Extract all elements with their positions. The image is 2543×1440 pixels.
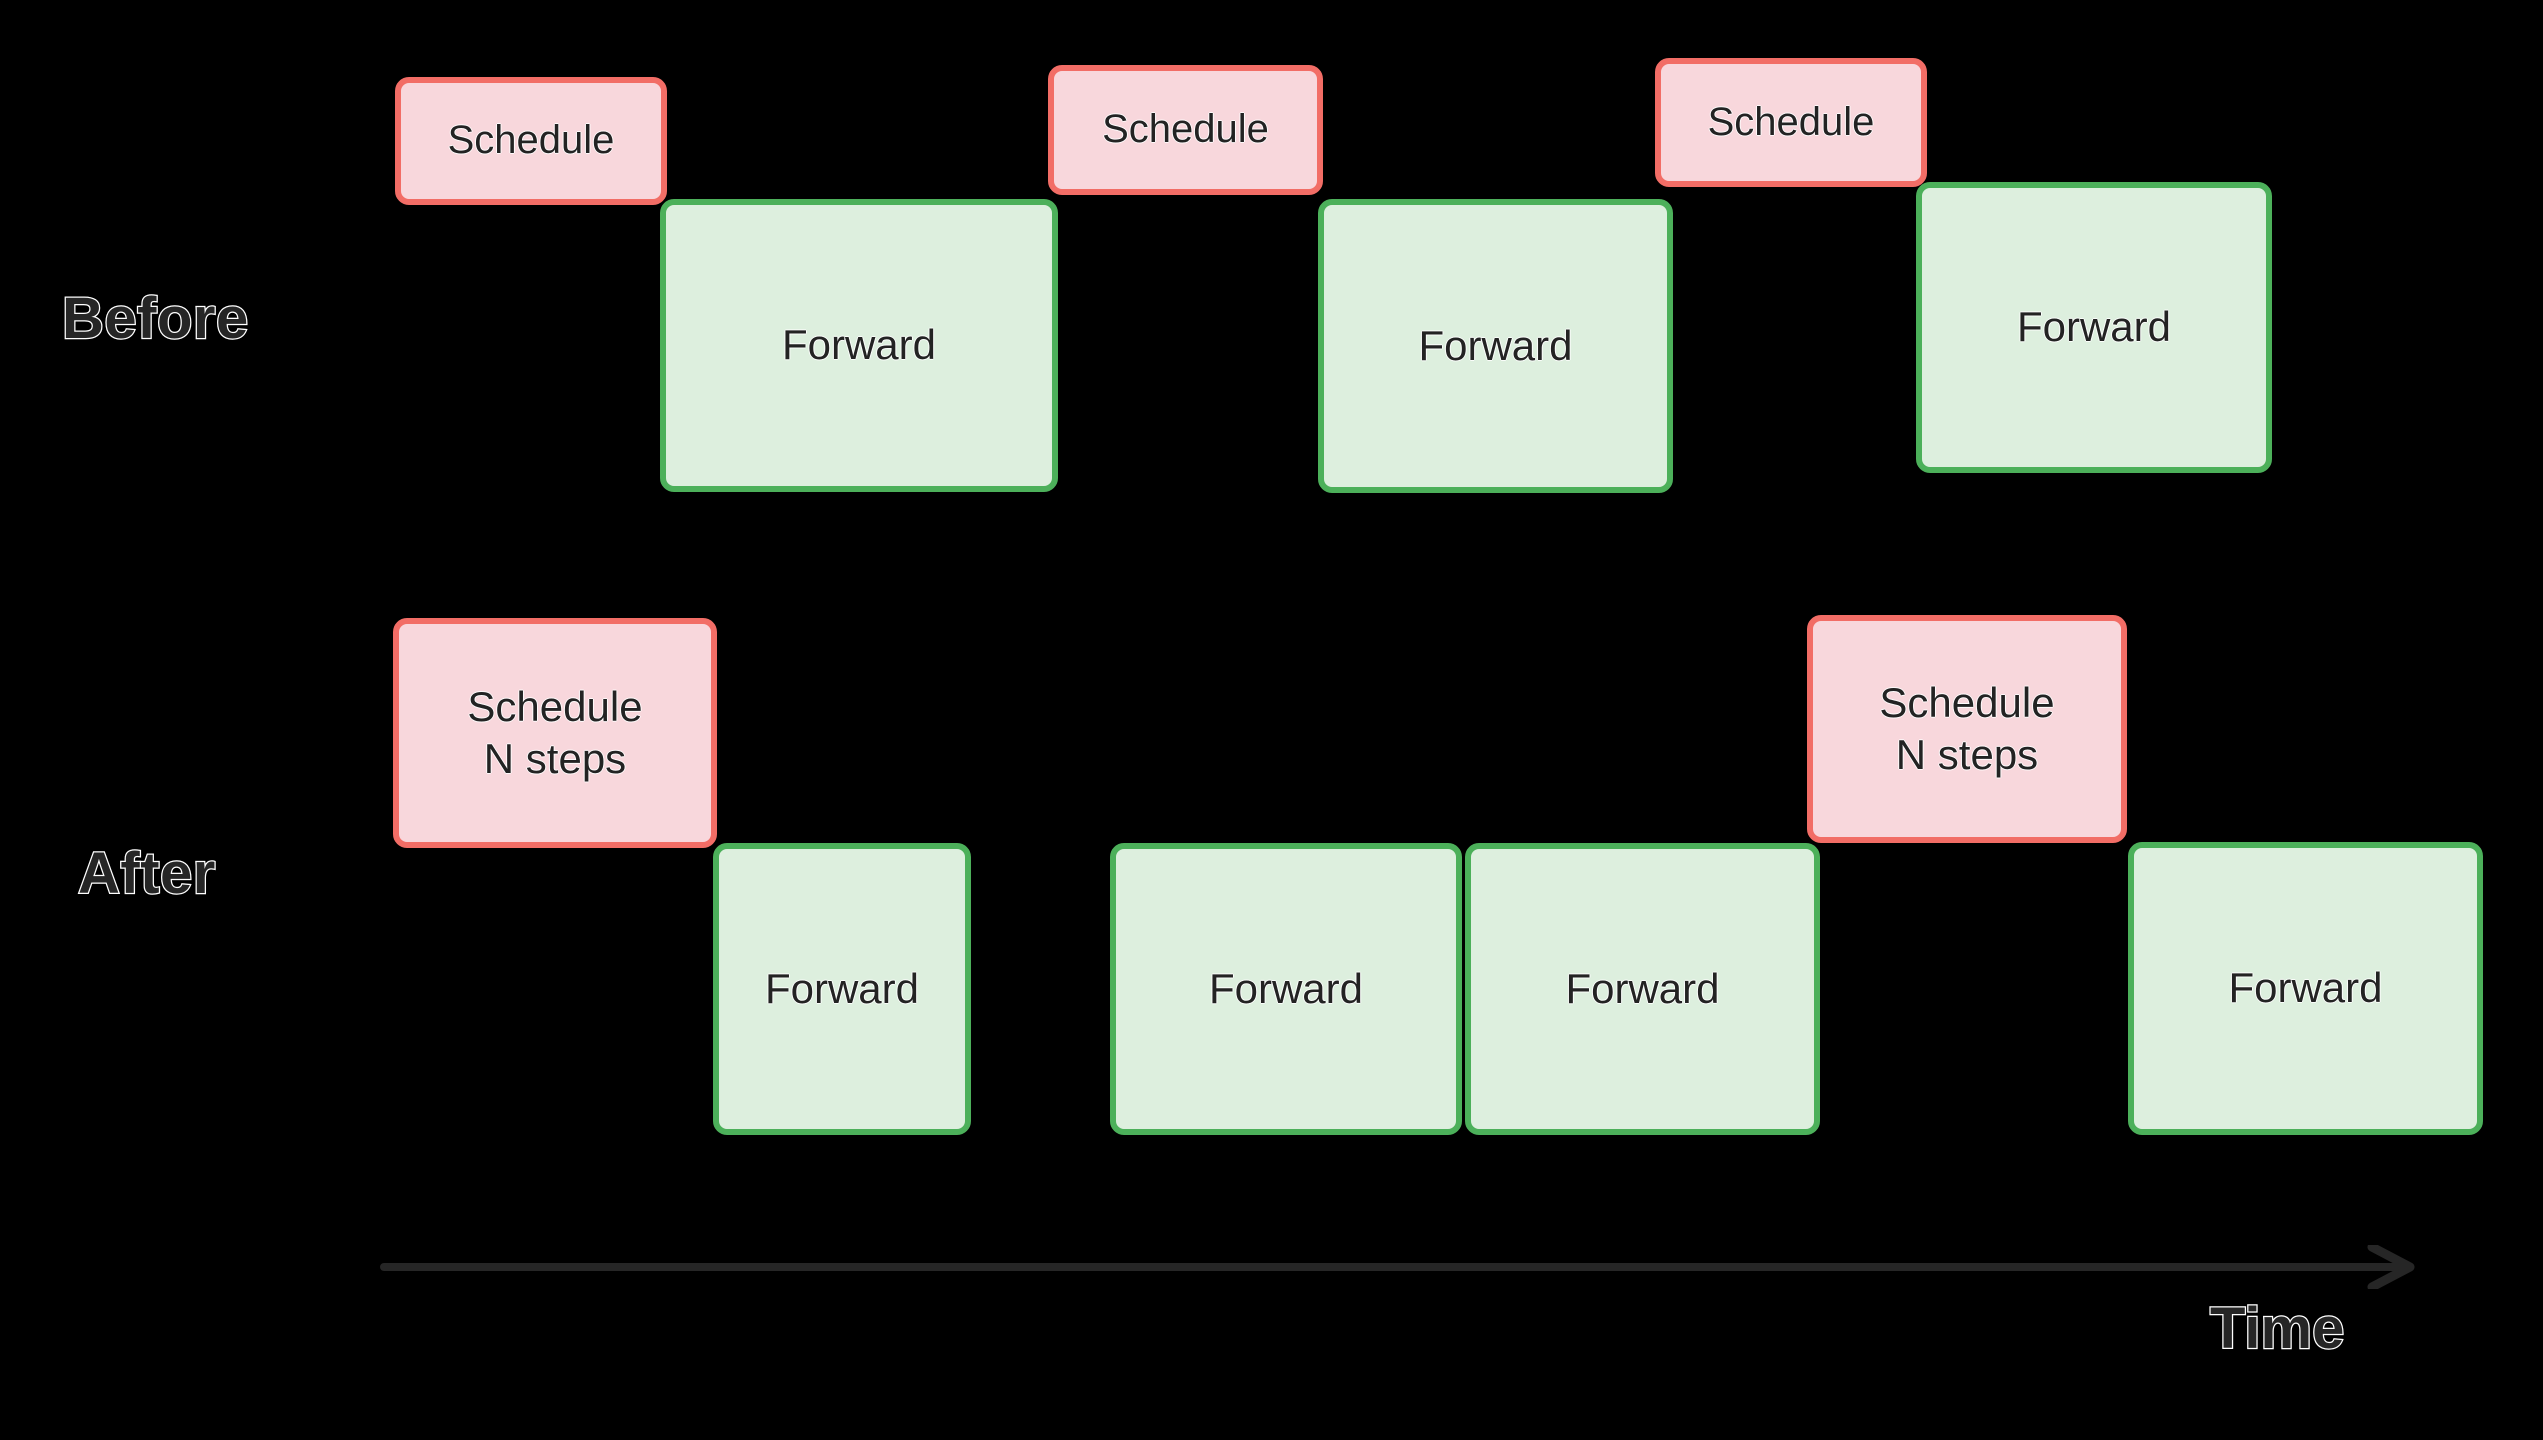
node-label: Forward xyxy=(1565,964,1720,1012)
after-forward-box-2[interactable]: Forward xyxy=(1110,843,1462,1135)
before-forward-box-3[interactable]: Forward xyxy=(1916,182,2272,473)
row-label-before: Before xyxy=(61,286,250,351)
node-label: Forward xyxy=(1418,321,1573,369)
node-label: Forward xyxy=(2228,964,2383,1012)
axis-label-time: Time xyxy=(2209,1296,2346,1361)
before-forward-box-1[interactable]: Forward xyxy=(660,199,1058,492)
node-label: Forward xyxy=(764,964,920,1012)
node-label: Schedule xyxy=(447,118,615,163)
node-label: Forward xyxy=(2016,303,2172,351)
after-forward-box-1[interactable]: Forward xyxy=(713,843,971,1135)
before-schedule-box-1[interactable]: Schedule xyxy=(395,77,667,205)
time-axis-arrow xyxy=(380,1245,2430,1289)
node-label: Schedule xyxy=(1102,107,1269,152)
before-schedule-box-3[interactable]: Schedule xyxy=(1655,58,1927,187)
before-forward-box-2[interactable]: Forward xyxy=(1318,199,1673,493)
arrow-right-icon xyxy=(380,1245,2415,1289)
after-forward-box-3[interactable]: Forward xyxy=(1465,843,1820,1135)
node-label: Forward xyxy=(1208,964,1364,1012)
node-label: Schedule xyxy=(1707,99,1875,144)
after-forward-box-4[interactable]: Forward xyxy=(2128,842,2483,1135)
before-schedule-box-2[interactable]: Schedule xyxy=(1048,65,1323,195)
row-label-after: After xyxy=(77,841,217,906)
node-label: Forward xyxy=(781,321,937,369)
